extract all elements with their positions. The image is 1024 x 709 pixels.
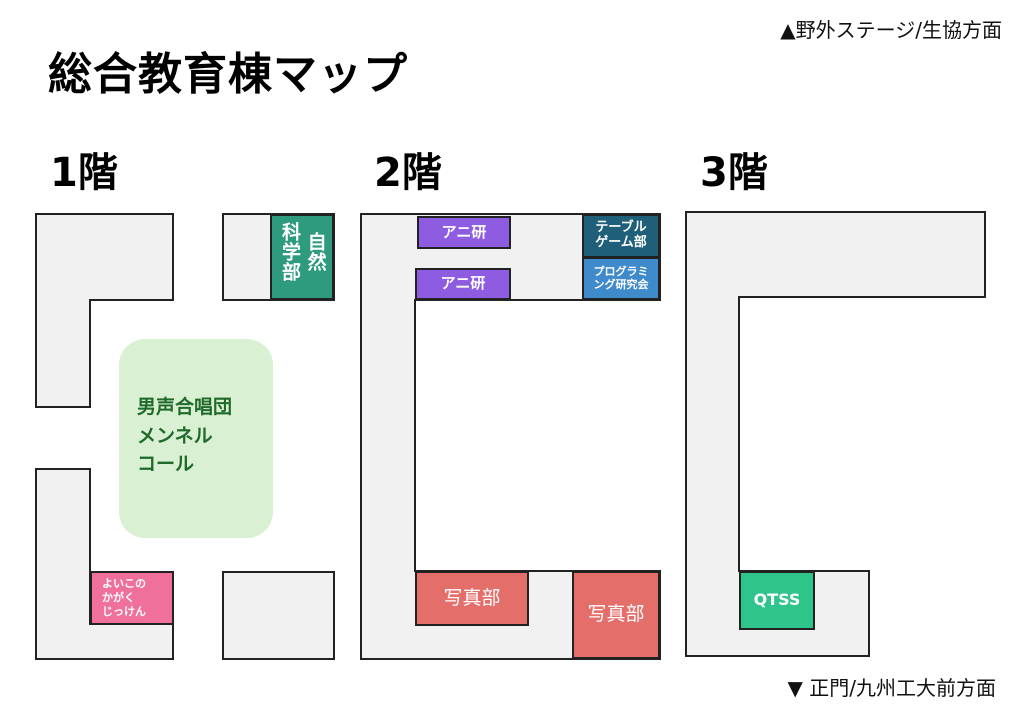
room-anime-club-2[interactable]: アニ研 bbox=[415, 268, 511, 300]
floor-2-label: 2階 bbox=[374, 150, 442, 196]
south-direction-label: ▼ 正門/九州工大前方面 bbox=[787, 676, 996, 700]
room-label: ゲーム部 bbox=[595, 235, 647, 250]
room-anime-club-1[interactable]: アニ研 bbox=[417, 216, 511, 249]
room-label: じっけん bbox=[102, 605, 146, 619]
room-label: ング研究会 bbox=[593, 277, 649, 291]
room-label: プログラミ bbox=[593, 264, 649, 278]
room-label: 男声合唱団 bbox=[137, 396, 233, 418]
room-photo-club-1[interactable]: 写真部 bbox=[415, 571, 529, 626]
room-programming-club[interactable]: プログラミ ング研究会 bbox=[582, 257, 660, 300]
room-label: アニ研 bbox=[441, 222, 487, 241]
room-label: テーブル bbox=[595, 220, 647, 236]
room-label: かがく bbox=[102, 590, 135, 604]
room-label: コール bbox=[137, 453, 195, 475]
room-label: 写真部 bbox=[587, 603, 645, 626]
room-table-game-club[interactable]: テーブル ゲーム部 bbox=[582, 214, 660, 258]
room-natural-science-club[interactable]: 自然 科学部 bbox=[270, 214, 334, 300]
room-photo-club-2[interactable]: 写真部 bbox=[572, 571, 660, 659]
room-label: アニ研 bbox=[440, 274, 486, 293]
room-label: よいこの bbox=[102, 576, 146, 590]
room-qtss[interactable]: QTSS bbox=[739, 571, 815, 630]
page-title: 総合教育棟マップ bbox=[48, 49, 408, 100]
room-label: QTSS bbox=[753, 590, 801, 610]
north-direction-label: ▲野外ステージ/生協方面 bbox=[780, 18, 1002, 42]
room-label: メンネル bbox=[137, 424, 213, 447]
room-science-experiment[interactable]: よいこの かがく じっけん bbox=[90, 571, 174, 625]
floor-1-wing-bottom-right bbox=[222, 571, 335, 660]
floor-1-wing-top-left bbox=[35, 213, 174, 408]
room-label: 自然 科学部 bbox=[279, 222, 327, 282]
room-label: 写真部 bbox=[443, 586, 501, 609]
floor-1-label: 1階 bbox=[50, 150, 118, 196]
floor-3-label: 3階 bbox=[700, 150, 768, 196]
room-male-choir[interactable]: 男声合唱団 メンネル コール bbox=[119, 339, 273, 538]
floor-3-outline bbox=[685, 211, 986, 657]
